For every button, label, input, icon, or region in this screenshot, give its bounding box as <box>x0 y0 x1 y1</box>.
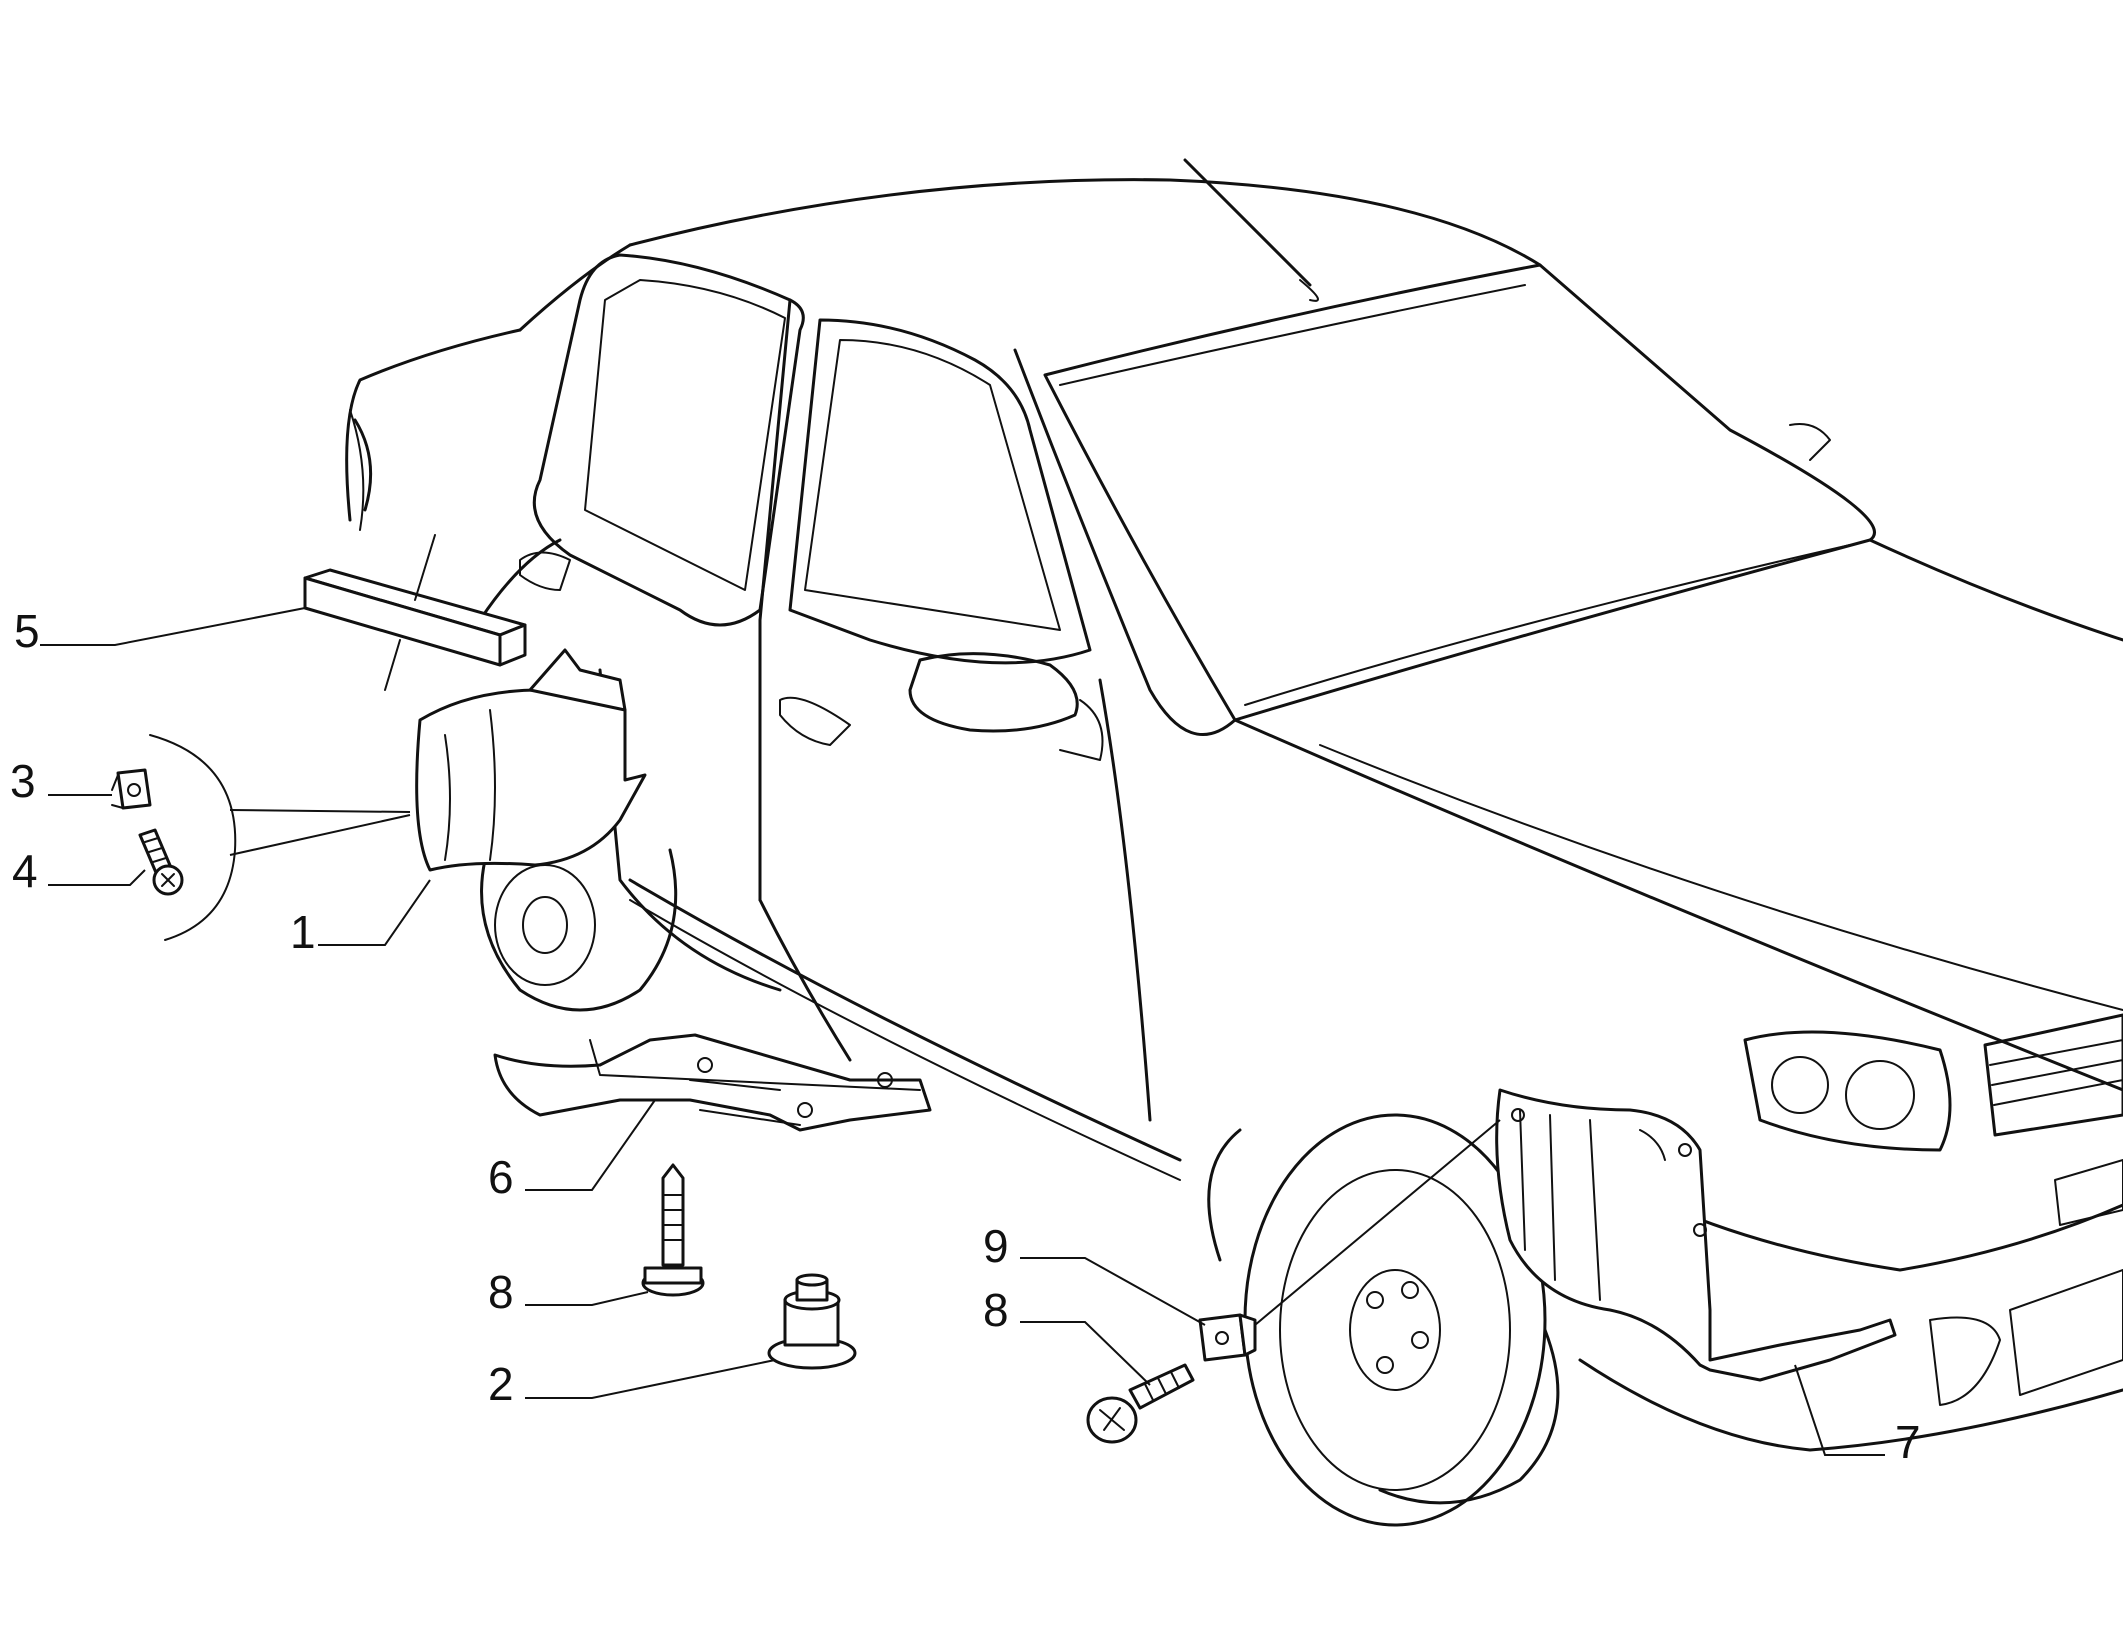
part-1-rear-wheel-arch-liner <box>415 648 647 872</box>
callout-7: 7 <box>1895 1416 1921 1468</box>
part-4-screw <box>138 828 184 896</box>
front-wheel <box>1207 1113 1560 1527</box>
rear-wheel <box>480 848 678 1012</box>
callout-labels: 5 3 4 1 6 8 2 9 8 7 <box>10 605 1921 1468</box>
callout-5: 5 <box>14 605 40 657</box>
part-6-underbody-shield <box>493 1033 932 1132</box>
callout-8-lower: 8 <box>983 1284 1009 1336</box>
part-3-clip-nut <box>111 768 152 810</box>
callout-4: 4 <box>12 845 38 897</box>
part-8-screw-lower <box>1086 1363 1195 1444</box>
callout-2: 2 <box>488 1358 514 1410</box>
callout-3: 3 <box>10 755 36 807</box>
part-5-pad <box>303 534 527 691</box>
part-8-bolt-upper <box>641 1163 705 1297</box>
part-2-spacer-nut <box>767 1273 857 1370</box>
callout-9: 9 <box>983 1220 1009 1272</box>
part-9-clip <box>1198 1313 1257 1362</box>
leader-lines <box>40 607 1885 1456</box>
part-7-front-wheel-arch-liner <box>1495 1088 1897 1382</box>
callout-1: 1 <box>290 906 316 958</box>
callout-8-upper: 8 <box>488 1266 514 1318</box>
callout-6: 6 <box>488 1151 514 1203</box>
car-body <box>345 158 2123 1452</box>
